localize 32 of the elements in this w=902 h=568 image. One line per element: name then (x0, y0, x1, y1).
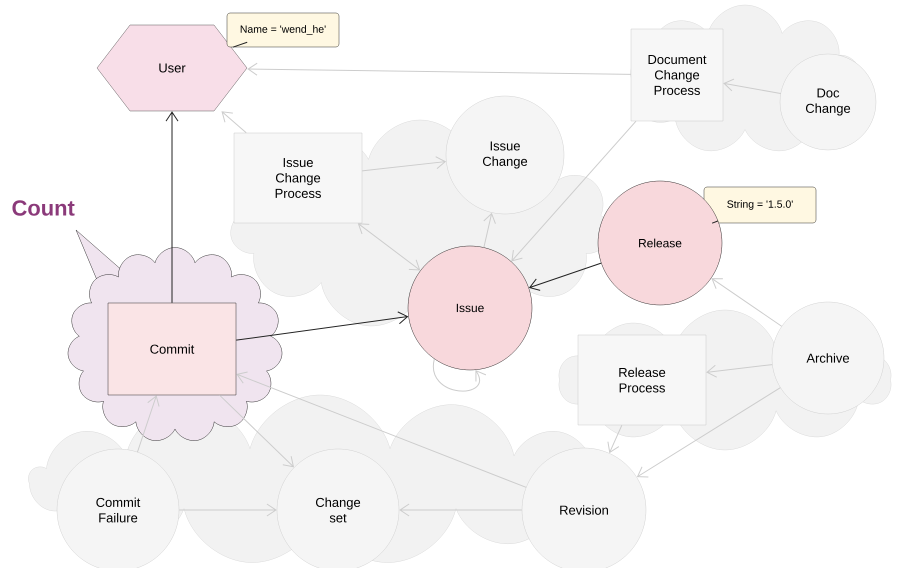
arrow (219, 394, 294, 468)
node-label: Revision (560, 505, 608, 515)
arrow (136, 395, 160, 452)
arrow (723, 78, 782, 94)
arrow (528, 262, 602, 291)
arrow (511, 120, 636, 262)
arrow (432, 358, 486, 392)
arrow (399, 504, 522, 516)
arrow (166, 111, 178, 304)
process-box: Document Change Process (630, 28, 724, 122)
arrow (358, 223, 420, 270)
note-box: String = '1.5.0' (704, 186, 816, 224)
arrow (236, 372, 527, 488)
arrow (636, 387, 781, 478)
arrow (711, 278, 782, 327)
leader-line (712, 220, 719, 224)
arrow (362, 156, 446, 172)
node-label: Change set (316, 498, 360, 522)
arrow (178, 504, 277, 516)
node-label: Commit Failure (96, 498, 140, 522)
arrow (221, 111, 247, 134)
process-box: Issue Change Process (234, 132, 362, 224)
arrow (247, 62, 632, 76)
arrow (483, 212, 496, 248)
process-box: Release Process (578, 334, 706, 426)
node-label: Count (12, 200, 75, 216)
arrow (607, 424, 622, 454)
arrow (706, 364, 773, 378)
note-box: Name = 'wend_he' (226, 12, 340, 48)
leader-line (232, 42, 248, 48)
arrow (236, 311, 408, 341)
process-box: Commit (108, 302, 236, 396)
